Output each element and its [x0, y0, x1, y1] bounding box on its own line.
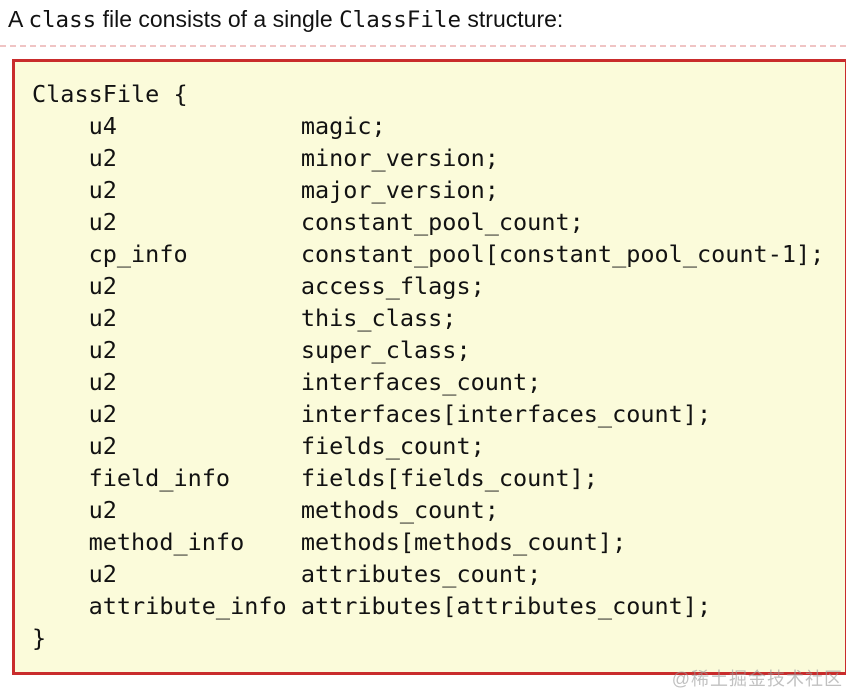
inline-code: class [28, 7, 97, 33]
code-block: ClassFile { u4 magic; u2 minor_version; … [12, 59, 846, 675]
code-pre: ClassFile { u4 magic; u2 minor_version; … [32, 80, 825, 652]
text-segment: structure: [461, 6, 564, 32]
text-segment: file consists of a single [96, 6, 340, 32]
ghost-dashed-line [0, 45, 846, 47]
inline-code: ClassFile [339, 7, 462, 33]
intro-text: A class file consists of a single ClassF… [8, 4, 563, 35]
watermark: @稀土掘金技术社区 [671, 669, 843, 689]
text-segment: A [8, 6, 29, 32]
